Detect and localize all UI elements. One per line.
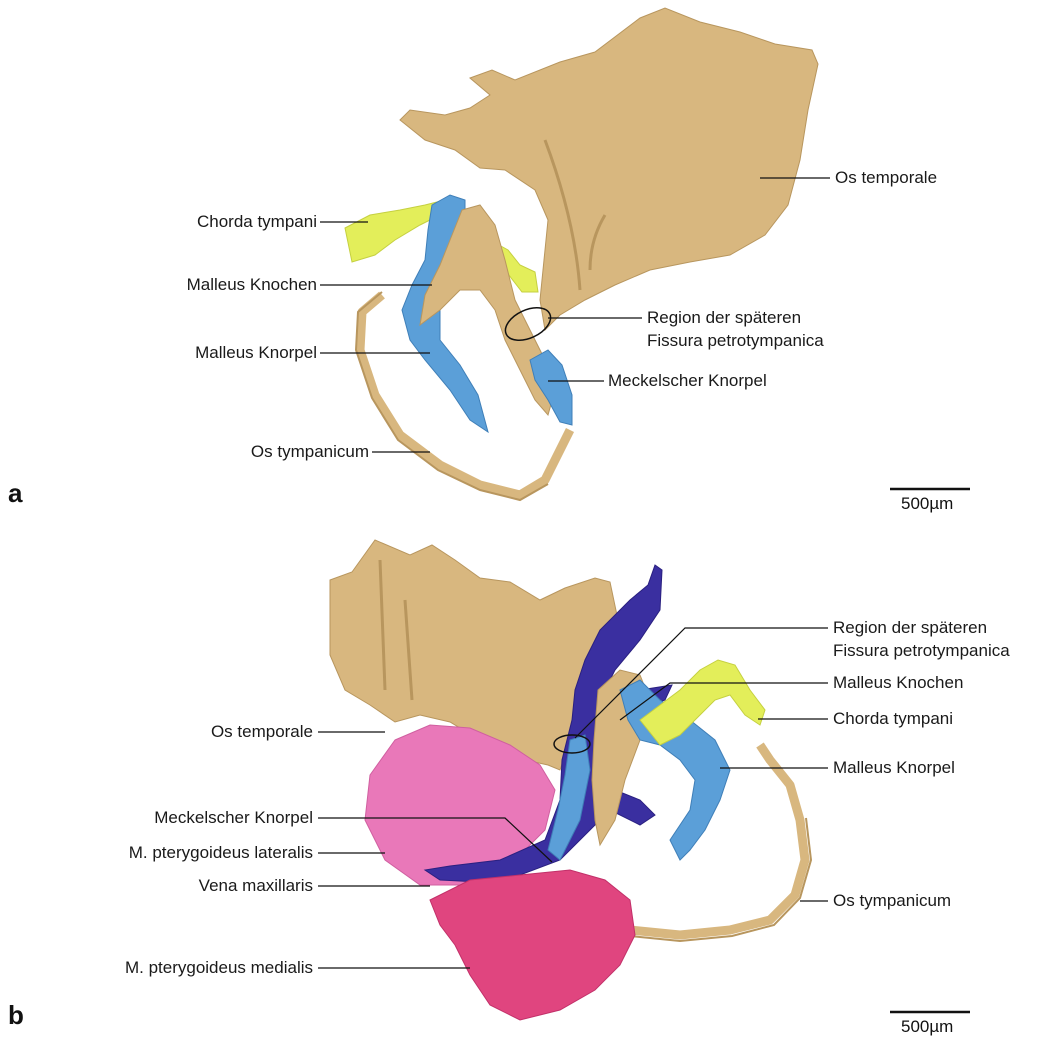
label-malleus-knorpel-b: Malleus Knorpel — [833, 758, 955, 778]
label-region-line2-a: Fissura petrotympanica — [647, 331, 824, 351]
panel-letter-a: a — [8, 478, 22, 509]
panel-letter-b: b — [8, 1000, 24, 1031]
label-chorda-tympani-b: Chorda tympani — [833, 709, 953, 729]
label-chorda-tympani-a: Chorda tympani — [197, 212, 317, 232]
os-tympanicum-b-edge — [630, 818, 811, 941]
scale-label-a: 500µm — [901, 494, 953, 514]
m-pterygoideus-medialis-b — [430, 870, 635, 1020]
label-meckelscher-knorpel-b: Meckelscher Knorpel — [154, 808, 313, 828]
scale-label-b: 500µm — [901, 1017, 953, 1037]
label-region-line2-b: Fissura petrotympanica — [833, 641, 1010, 661]
label-m-pterygoideus-lateralis-b: M. pterygoideus lateralis — [129, 843, 313, 863]
label-malleus-knochen-b: Malleus Knochen — [833, 673, 963, 693]
label-os-tympanicum-b: Os tympanicum — [833, 891, 951, 911]
label-region-line1-b: Region der späteren — [833, 618, 987, 638]
label-region-line1-a: Region der späteren — [647, 308, 801, 328]
label-os-tympanicum-a: Os tympanicum — [251, 442, 369, 462]
label-vena-maxillaris-b: Vena maxillaris — [199, 876, 313, 896]
label-os-temporale-a: Os temporale — [835, 168, 937, 188]
label-os-temporale-b: Os temporale — [211, 722, 313, 742]
label-malleus-knochen-a: Malleus Knochen — [187, 275, 317, 295]
label-m-pterygoideus-medialis-b: M. pterygoideus medialis — [125, 958, 313, 978]
label-malleus-knorpel-a: Malleus Knorpel — [195, 343, 317, 363]
panel-a-model — [345, 8, 818, 500]
panel-b-model — [330, 540, 811, 1020]
label-meckelscher-knorpel-a: Meckelscher Knorpel — [608, 371, 767, 391]
